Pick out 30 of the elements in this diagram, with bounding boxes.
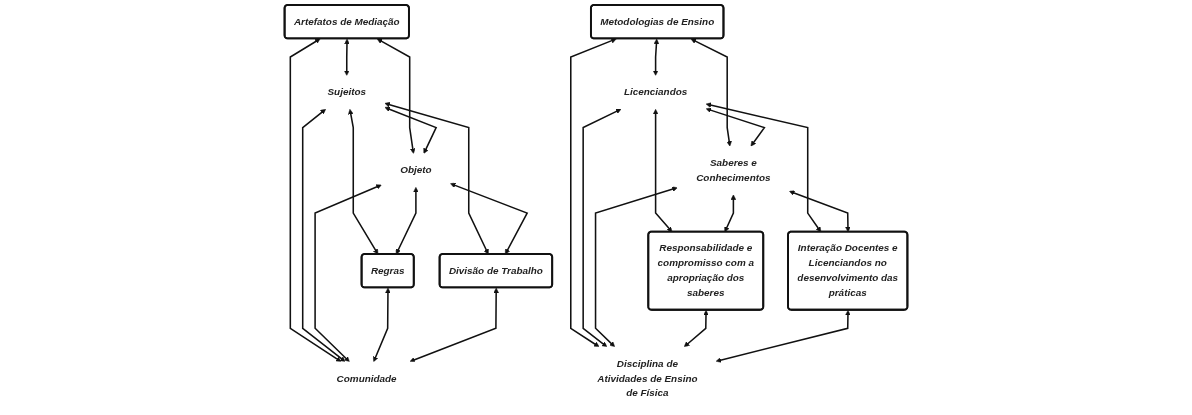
arrow (314, 184, 382, 362)
arrow (409, 287, 499, 363)
arrow (652, 109, 673, 233)
node-text: Saberes e Conhecimentos (696, 157, 771, 183)
arrow (376, 38, 416, 154)
arrow (789, 190, 851, 233)
arrow (683, 310, 709, 348)
node-text: Licenciandos (623, 86, 688, 98)
arrow (690, 38, 732, 147)
node-text: Objeto (400, 164, 432, 176)
arrow (395, 187, 419, 255)
arrow (373, 287, 391, 362)
arrow (724, 194, 737, 233)
node-text: Sujeitos (327, 86, 367, 98)
node-text: Comunidade (336, 372, 397, 384)
node-text: Disciplina de Atividades de Ensino de Física (597, 358, 698, 399)
arrow (289, 38, 342, 362)
arrow (594, 186, 678, 348)
arrow (348, 109, 379, 255)
arrow (301, 108, 346, 362)
arrow (705, 102, 822, 233)
arrow (344, 38, 350, 76)
arrow (652, 38, 660, 76)
arrow (384, 106, 438, 154)
arrow (384, 102, 489, 255)
arrow (705, 107, 766, 147)
arrow (582, 108, 622, 348)
arrow (570, 38, 617, 348)
arrow (450, 182, 529, 255)
arrow (715, 310, 851, 363)
